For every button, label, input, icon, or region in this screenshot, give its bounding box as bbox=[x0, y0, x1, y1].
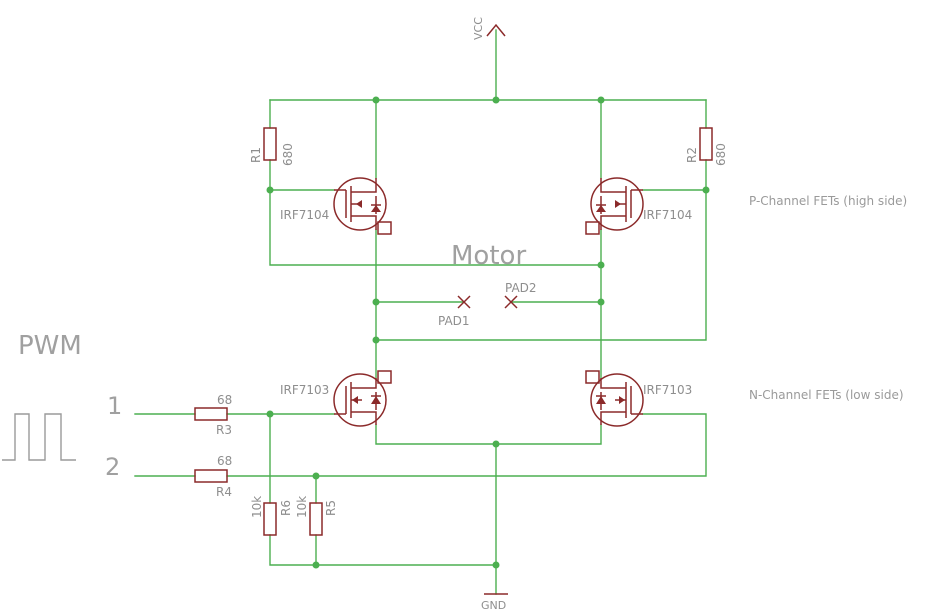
pwm-title: PWM bbox=[18, 331, 82, 361]
junction-dot bbox=[597, 298, 605, 306]
mosfet-diode-arrow-icon bbox=[371, 396, 381, 404]
mosfet-arrow-icon bbox=[615, 200, 621, 208]
resistor-r1-name: R1 bbox=[249, 147, 263, 163]
mosfet-arrow-icon bbox=[619, 396, 625, 404]
resistor-r6-value: 10k bbox=[250, 496, 264, 518]
mosfet-gate-icon bbox=[334, 378, 377, 425]
mosfet-gate-icon bbox=[334, 178, 377, 230]
mosfet-pin-box-icon bbox=[377, 370, 392, 384]
resistor-r6-body bbox=[263, 502, 277, 536]
r6-bottom-wire bbox=[269, 534, 497, 566]
resistor-r6: 10k R6 bbox=[250, 496, 293, 536]
junction-dot bbox=[372, 96, 380, 104]
resistor-r5-body bbox=[309, 502, 323, 536]
resistor-r1-value: 680 bbox=[281, 143, 295, 166]
resistor-r2-value: 680 bbox=[714, 143, 728, 166]
junction-dot bbox=[492, 561, 500, 569]
pad2-x-icon bbox=[504, 295, 518, 309]
mosfet-pin-box-icon bbox=[377, 221, 392, 235]
resistor-r3: 68 R3 bbox=[194, 393, 232, 437]
junction-dot bbox=[266, 410, 274, 418]
input-pin-1: 1 bbox=[107, 392, 122, 420]
mosfet-pin-box-icon bbox=[585, 370, 600, 384]
mosfet-body-icon bbox=[333, 177, 387, 231]
low-side-note: N-Channel FETs (low side) bbox=[749, 388, 904, 402]
junction-dot bbox=[492, 96, 500, 104]
junction-dot bbox=[597, 261, 605, 269]
mosfet-arrow-icon bbox=[352, 396, 358, 404]
mosfet-q-top-right: IRF7104 bbox=[585, 177, 692, 235]
resistor-r3-body bbox=[194, 407, 228, 421]
mosfet-body-icon bbox=[590, 177, 644, 231]
input-pin-2: 2 bbox=[105, 453, 120, 481]
resistor-r1: R1 680 bbox=[249, 127, 295, 166]
vcc-arrow-icon bbox=[486, 23, 506, 37]
mosfet-diode-arrow-icon bbox=[596, 205, 606, 212]
motor-pads: PAD1 PAD2 Motor bbox=[438, 241, 537, 328]
vcc-label: VCC bbox=[472, 17, 485, 40]
junction-dot bbox=[266, 186, 274, 194]
resistor-r2-body bbox=[699, 127, 713, 161]
high-side-note: P-Channel FETs (high side) bbox=[749, 194, 907, 208]
wires bbox=[134, 29, 707, 595]
junction-dot bbox=[597, 96, 605, 104]
junction-dot bbox=[372, 298, 380, 306]
resistor-r2: R2 680 bbox=[685, 127, 728, 166]
pwm-waveform-icon bbox=[2, 413, 76, 461]
mosfet-q-bottom-right: IRF7103 bbox=[585, 370, 692, 427]
mosfet-q-bottom-left: IRF7103 bbox=[280, 370, 392, 427]
pad1-x-icon bbox=[457, 295, 471, 309]
mosfet-gate-icon bbox=[600, 378, 643, 425]
mosfet-diode-arrow-icon bbox=[596, 396, 606, 404]
pwm-input: PWM 1 2 bbox=[2, 331, 122, 481]
r4-out-wire bbox=[226, 413, 707, 477]
mosfet-q-top-right-label: IRF7104 bbox=[643, 208, 692, 222]
vcc-symbol: VCC bbox=[472, 17, 506, 40]
resistor-r6-name: R6 bbox=[279, 500, 293, 516]
junction-dot bbox=[372, 336, 380, 344]
junction-dot bbox=[702, 186, 710, 194]
resistor-r4-name: R4 bbox=[216, 485, 232, 499]
resistor-r3-value: 68 bbox=[217, 393, 232, 407]
resistor-r3-name: R3 bbox=[216, 423, 232, 437]
resistor-r5: 10k R5 bbox=[295, 496, 338, 536]
mosfet-body-icon bbox=[590, 373, 644, 427]
mosfet-pin-box-icon bbox=[585, 221, 600, 235]
mosfet-diode-arrow-icon bbox=[371, 205, 381, 212]
gnd-label: GND bbox=[481, 599, 506, 612]
junction-dot bbox=[312, 561, 320, 569]
junction-dot bbox=[492, 440, 500, 448]
pad2-label: PAD2 bbox=[505, 281, 537, 295]
junction-dot bbox=[312, 472, 320, 480]
mosfet-q-bottom-left-label: IRF7103 bbox=[280, 383, 329, 397]
gnd-symbol: GND bbox=[481, 593, 508, 612]
mosfet-gate-icon bbox=[600, 178, 643, 230]
resistor-r2-name: R2 bbox=[685, 147, 699, 163]
mosfet-arrow-icon bbox=[356, 200, 362, 208]
mosfet-body-icon bbox=[333, 373, 387, 427]
resistor-r4-body bbox=[194, 469, 228, 483]
resistor-r4: 68 R4 bbox=[194, 454, 232, 499]
resistor-r5-name: R5 bbox=[324, 500, 338, 516]
resistor-r5-value: 10k bbox=[295, 496, 309, 518]
resistor-r4-value: 68 bbox=[217, 454, 232, 468]
r1-bottom-wire bbox=[269, 159, 602, 266]
junctions bbox=[266, 96, 710, 569]
mosfet-q-top-left: IRF7104 bbox=[280, 177, 392, 235]
mosfet-q-bottom-right-label: IRF7103 bbox=[643, 383, 692, 397]
resistor-r1-body bbox=[263, 127, 277, 161]
r2-bottom-wire bbox=[375, 159, 707, 341]
mosfet-q-top-left-label: IRF7104 bbox=[280, 208, 329, 222]
motor-label: Motor bbox=[451, 241, 526, 271]
bottom-left-source-wire bbox=[375, 424, 602, 445]
pad1-label: PAD1 bbox=[438, 314, 470, 328]
